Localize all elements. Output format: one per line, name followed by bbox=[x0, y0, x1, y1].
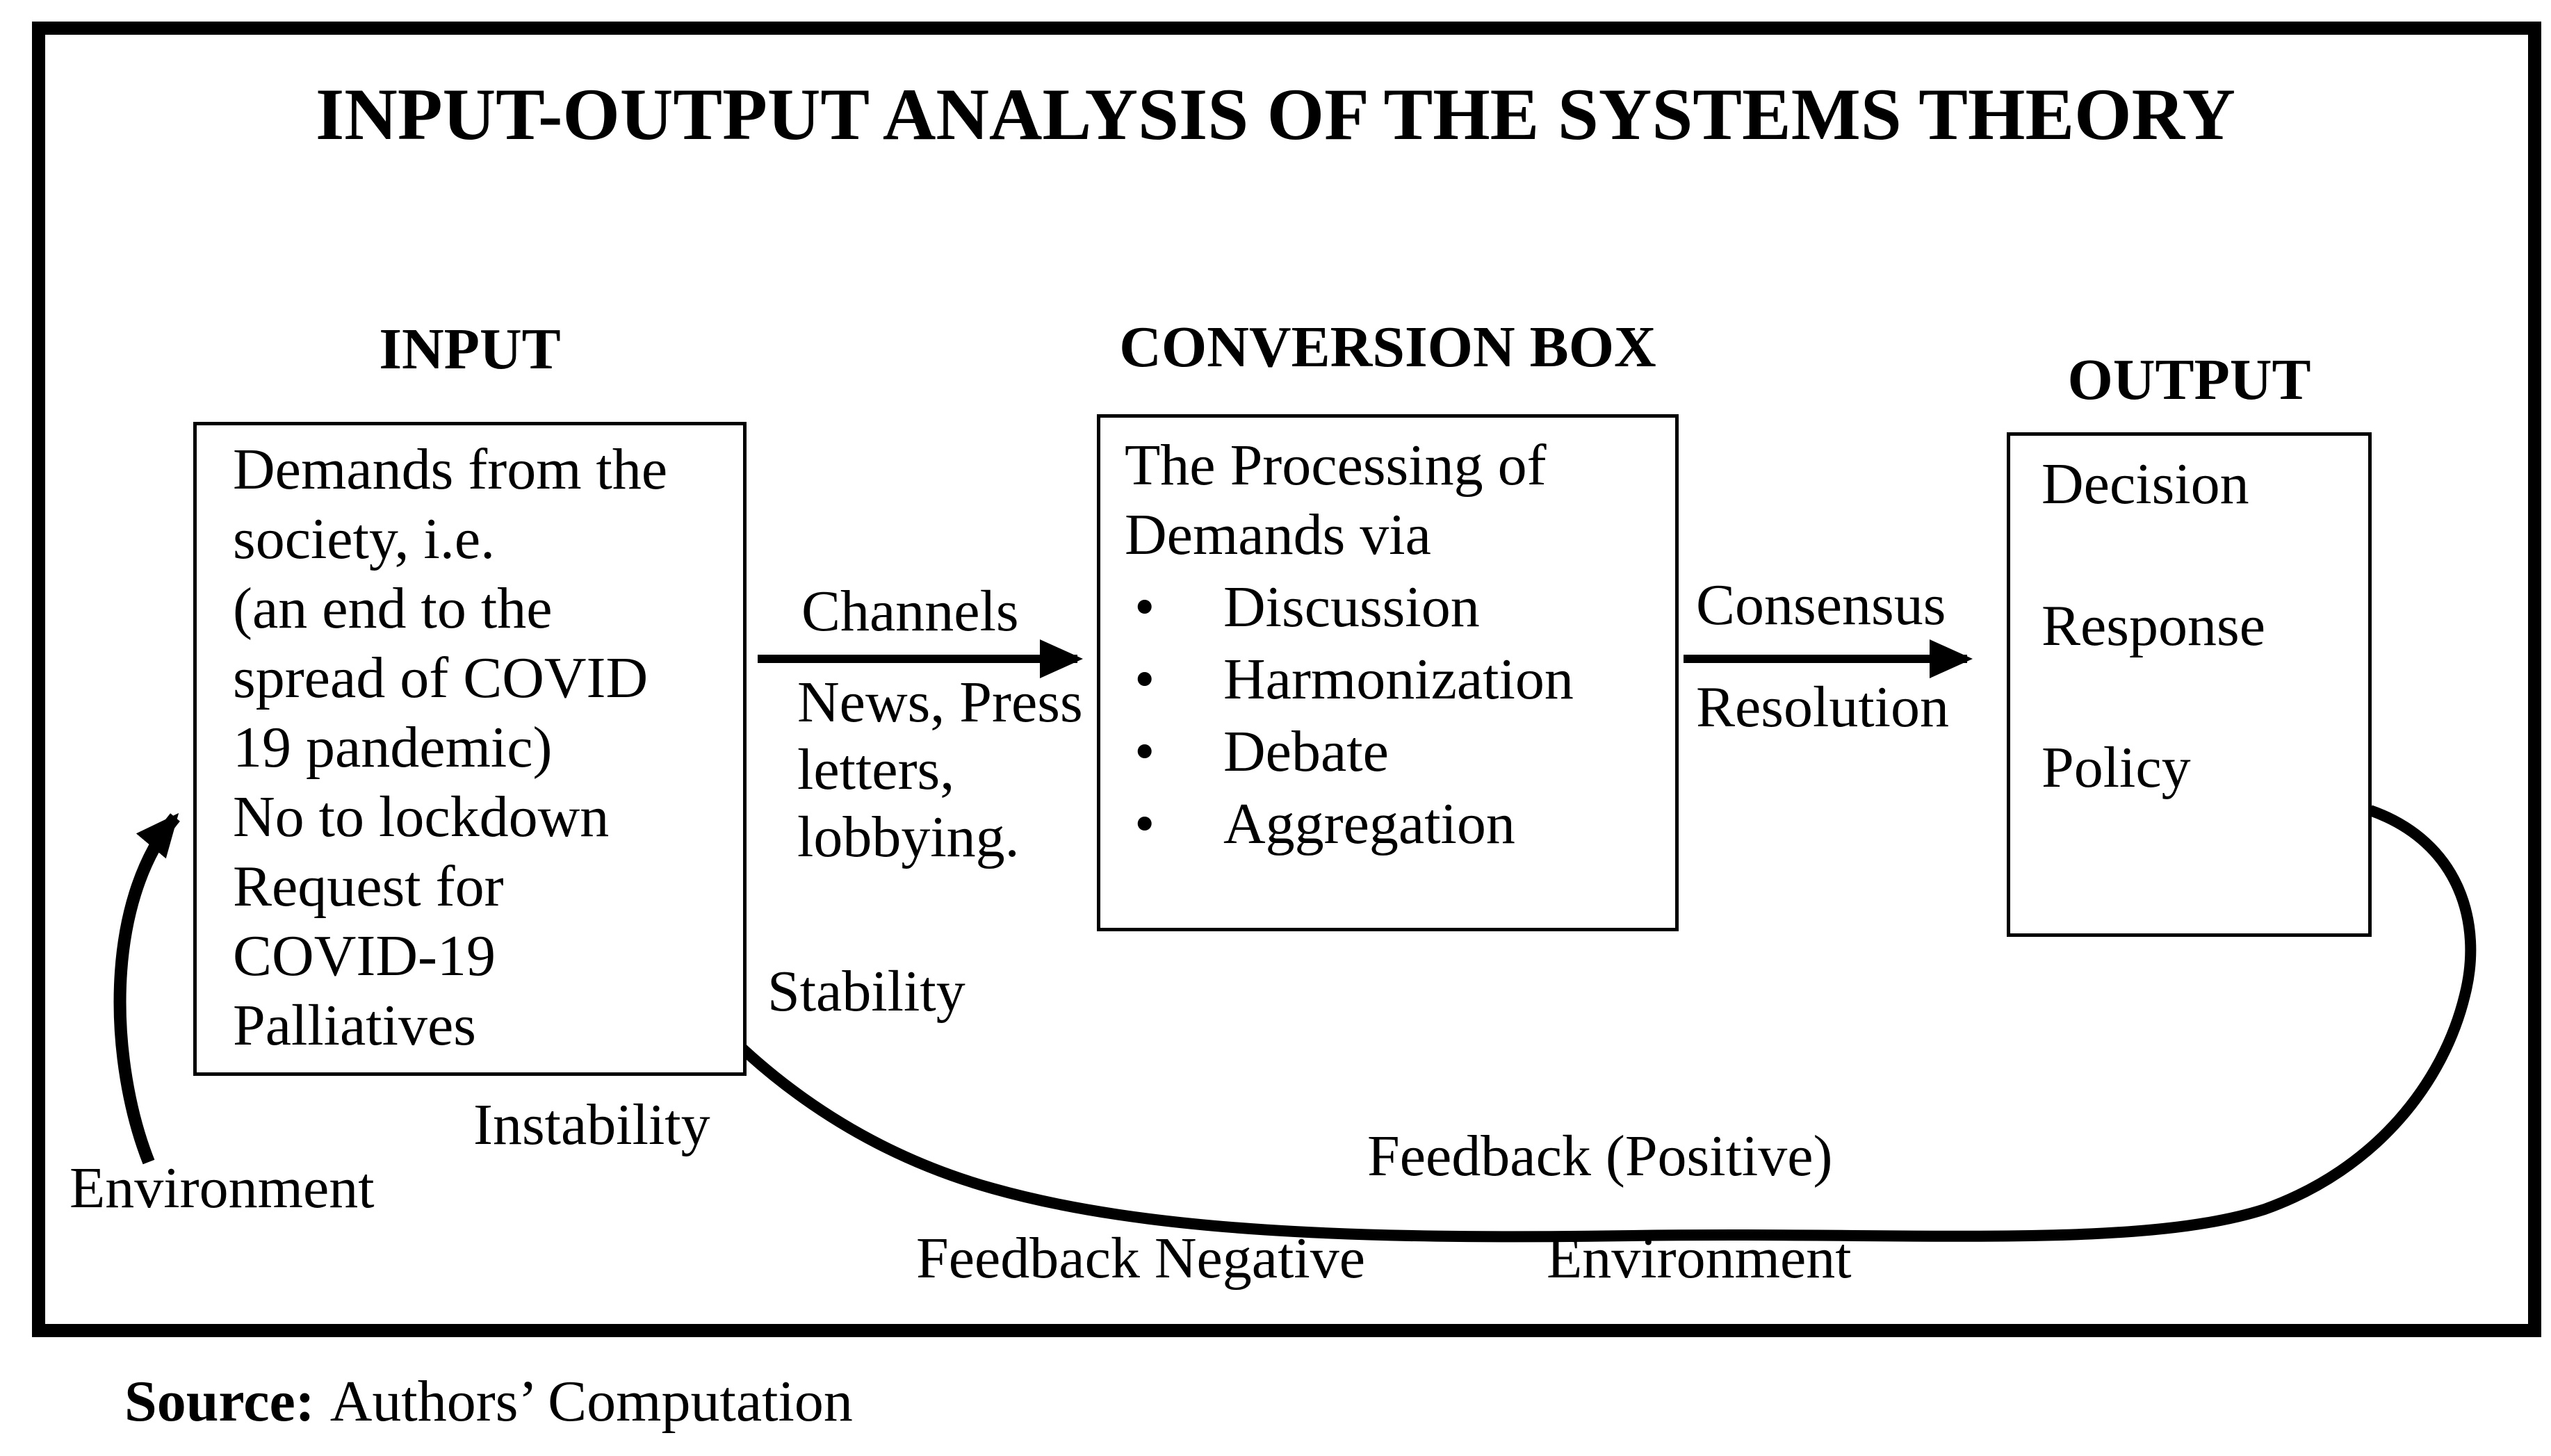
input-text-line: Request for bbox=[233, 854, 504, 919]
bullet-list-item: • Debate bbox=[1134, 716, 1574, 788]
input-heading: INPUT bbox=[379, 317, 561, 382]
environment-bottom-label: Environment bbox=[1547, 1226, 1852, 1291]
input-text-line: Demands from the bbox=[233, 437, 668, 502]
output-item: Decision bbox=[2041, 452, 2249, 516]
bullet-icon: • bbox=[1134, 647, 1155, 712]
channel-types-label: News, Press letters, lobbying. bbox=[797, 669, 1083, 871]
output-item: Response bbox=[2041, 594, 2265, 658]
bullet-list-item: • Harmonization bbox=[1134, 644, 1574, 716]
source-caption: Source:Authors’ Computation bbox=[124, 1373, 853, 1431]
output-item: Policy bbox=[2041, 735, 2191, 800]
input-text-line: COVID-19 bbox=[233, 924, 496, 988]
bullet-item-label: Discussion bbox=[1223, 575, 1480, 639]
resolution-label: Resolution bbox=[1696, 675, 1950, 739]
bullet-list-item: • Aggregation bbox=[1134, 788, 1574, 860]
bullet-icon: • bbox=[1134, 719, 1155, 784]
bullet-item-label: Harmonization bbox=[1223, 647, 1574, 712]
input-text-line: 19 pandemic) bbox=[233, 715, 553, 780]
output-box-text: Decision Response Policy bbox=[2041, 455, 2265, 881]
feedback-negative-label: Feedback Negative bbox=[916, 1226, 1366, 1291]
input-text-line: Palliatives bbox=[233, 993, 476, 1058]
diagram-title: INPUT-OUTPUT ANALYSIS OF THE SYSTEMS THE… bbox=[316, 74, 2235, 155]
bullet-item-label: Debate bbox=[1223, 719, 1389, 784]
conversion-intro-line: The Processing of bbox=[1125, 433, 1547, 498]
instability-label: Instability bbox=[473, 1093, 710, 1157]
conversion-heading: CONVERSION BOX bbox=[1119, 315, 1656, 379]
environment-left-label: Environment bbox=[70, 1156, 375, 1220]
input-box bbox=[193, 422, 747, 1076]
bullet-list-item: • Discussion bbox=[1134, 571, 1574, 644]
channels-label: Channels bbox=[801, 579, 1019, 644]
input-text-line: society, i.e. bbox=[233, 507, 496, 571]
feedback-positive-label: Feedback (Positive) bbox=[1367, 1124, 1833, 1188]
channel-types-line: News, Press bbox=[797, 670, 1083, 735]
stability-label: Stability bbox=[767, 959, 965, 1024]
channel-types-line: lobbying. bbox=[797, 805, 1020, 869]
source-caption-text: Authors’ Computation bbox=[329, 1369, 853, 1434]
input-text-line: spread of COVID bbox=[233, 646, 649, 710]
output-box bbox=[2007, 432, 2372, 937]
bullet-icon: • bbox=[1134, 792, 1155, 856]
source-caption-label: Source: bbox=[124, 1369, 315, 1434]
conversion-box-intro: The Processing of Demands via bbox=[1125, 431, 1547, 570]
bullet-icon: • bbox=[1134, 575, 1155, 639]
output-heading: OUTPUT bbox=[2067, 347, 2311, 412]
conversion-box bbox=[1097, 414, 1679, 931]
input-text-line: (an end to the bbox=[233, 576, 553, 641]
channel-types-line: letters, bbox=[797, 737, 955, 802]
consensus-label: Consensus bbox=[1696, 573, 1946, 637]
input-box-text: Demands from the society, i.e. (an end t… bbox=[233, 435, 667, 1061]
conversion-bullet-list: • Discussion • Harmonization • Debate • … bbox=[1134, 571, 1574, 860]
input-text-line: No to lockdown bbox=[233, 785, 610, 849]
conversion-intro-line: Demands via bbox=[1125, 502, 1431, 567]
bullet-item-label: Aggregation bbox=[1223, 792, 1515, 856]
